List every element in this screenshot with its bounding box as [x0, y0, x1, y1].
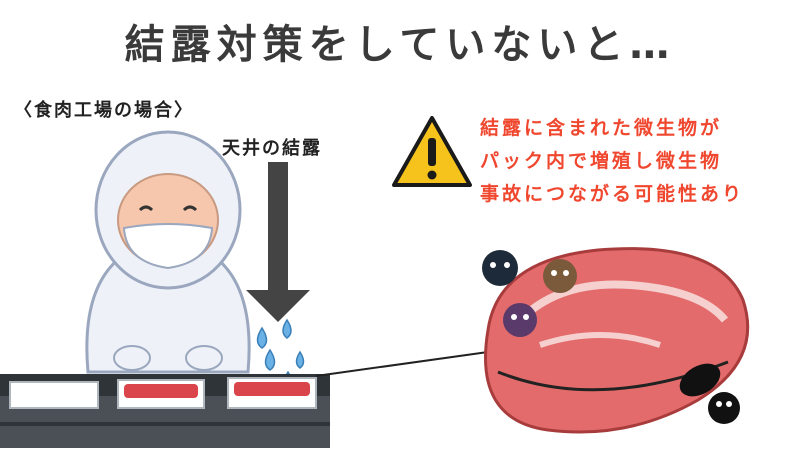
down-arrow-icon [246, 162, 310, 322]
meat-illustration [484, 247, 750, 434]
page-title: 結露対策をしていないと… [124, 22, 676, 68]
warning-message: 結露に含まれた微生物が パック内で増殖し微生物 事故につながる可能性あり [480, 112, 790, 211]
warning-icon [392, 116, 472, 187]
scenario-label: 〈食肉工場の場合〉 [14, 100, 194, 121]
connector-line [315, 351, 489, 377]
germ-icon [482, 250, 740, 424]
ceiling-condensation-label: 天井の結露 [222, 138, 322, 159]
conveyor-illustration [0, 374, 330, 448]
warning-line-1: 結露に含まれた微生物が [480, 117, 723, 139]
worker-illustration [85, 130, 251, 374]
warning-line-2: パック内で増殖し微生物 [480, 150, 723, 172]
warning-line-3: 事故につながる可能性あり [480, 183, 745, 205]
